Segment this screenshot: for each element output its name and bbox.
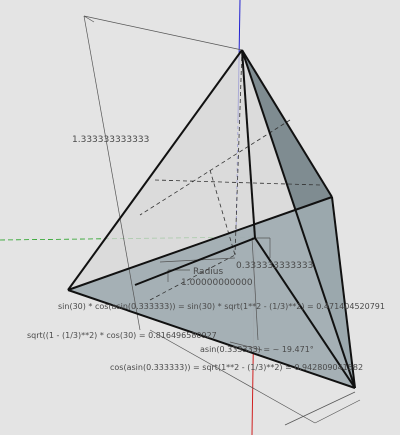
edge-length-label: 1.333333333333 — [72, 135, 149, 145]
dimension-guides — [83, 15, 361, 426]
formula-cos-label: cos(asin(0.333333)) = sqrt(1**2 - (1/3)*… — [110, 363, 363, 372]
hidden-edges — [139, 49, 321, 301]
height-label: 0.333333333333 — [236, 261, 313, 271]
formula-sqrt-label: sqrt((1 - (1/3)**2) * cos(30) = 0.816496… — [27, 331, 217, 340]
base-face[interactable] — [68, 197, 355, 388]
visible-edges — [67, 49, 356, 389]
radius-title-label: Radius — [193, 267, 223, 277]
radius-value-label: 1.00000000000 — [181, 278, 253, 288]
formula-sin-label: sin(30) * cos(asin(0.333333)) = sin(30) … — [58, 302, 385, 311]
formula-asin-label: asin(0.333333) = ~ 19.471° — [200, 345, 314, 354]
